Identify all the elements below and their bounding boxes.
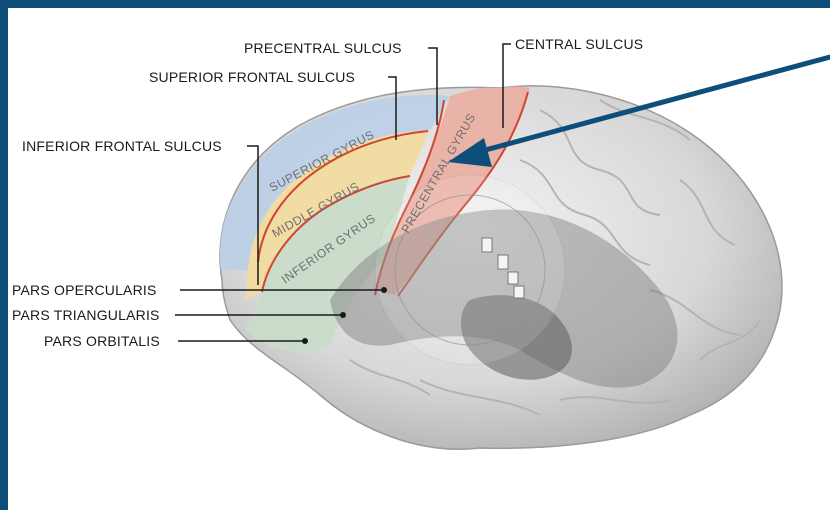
label-inferior-frontal-sulcus: INFERIOR FRONTAL SULCUS [22, 138, 222, 154]
label-precentral-sulcus: PRECENTRAL SULCUS [244, 40, 402, 56]
figure-frame: SUPERIOR GYRUS MIDDLE GYRUS INFERIOR GYR… [8, 8, 830, 510]
label-central-sulcus: CENTRAL SULCUS [515, 36, 643, 52]
label-pars-orbitalis: PARS ORBITALIS [44, 333, 160, 349]
cutaway-circle [375, 175, 565, 365]
label-pars-triangularis: PARS TRIANGULARIS [12, 307, 160, 323]
label-superior-frontal-sulcus: SUPERIOR FRONTAL SULCUS [149, 69, 355, 85]
brain-diagram: SUPERIOR GYRUS MIDDLE GYRUS INFERIOR GYR… [8, 8, 830, 510]
label-pars-opercularis: PARS OPERCULARIS [12, 282, 157, 298]
